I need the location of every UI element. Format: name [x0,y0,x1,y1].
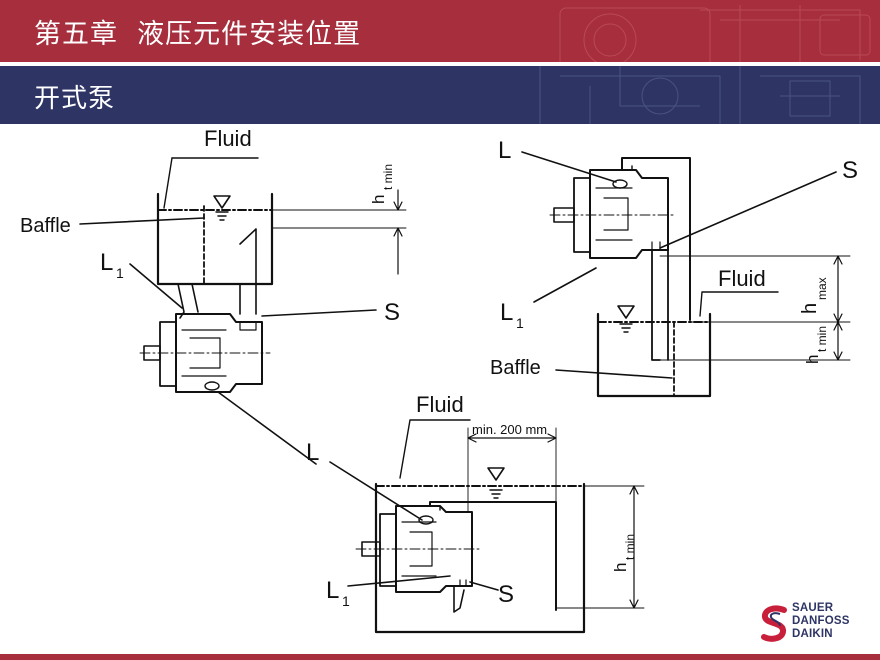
subtitle-band: 开式泵 [0,66,880,124]
bottom-l1-subscript: 1 [342,593,350,609]
right-baffle-label: Baffle [490,357,541,379]
left-baffle-label: Baffle [20,215,71,237]
right-pump [589,169,669,259]
right-suction-pipe [651,249,669,361]
right-l-label: L [498,137,511,164]
right-tank [596,312,712,398]
left-l-label: L [306,439,319,466]
left-s-label: S [384,299,400,326]
bottom-ht-label: h [611,563,630,572]
left-arrangement [79,157,407,465]
logo-line-1: SAUER [792,602,834,614]
bottom-arrangement [329,419,645,634]
bottom-fluid-label: Fluid [416,392,464,417]
left-drain-pipe [177,283,185,319]
installation-diagram: Fluid Baffle L 1 S L h t min L S L 1 Flu… [20,126,858,634]
left-suction-pipe [239,283,257,315]
left-l1-label: L [100,249,113,276]
right-drain-pipe [621,157,691,321]
right-level-symbol [617,305,635,319]
left-fluid-label: Fluid [204,126,252,151]
left-tank [156,192,274,286]
section-title: 开式泵 [34,84,116,114]
bottom-suction-pipe [453,585,465,613]
left-l1-subscript: 1 [116,265,124,281]
title-background-drawing [559,5,871,62]
right-hmax-subscript: max [815,277,829,300]
right-l1-subscript: 1 [516,315,524,331]
right-s-label: S [842,157,858,184]
right-ht-subscript: t min [815,326,829,352]
title-divider [0,62,880,66]
bottom-ht-subscript: t min [623,534,637,560]
logo-line-2: DANFOSS [792,615,850,627]
left-level-symbol [213,195,231,209]
bottom-s-label: S [498,581,514,608]
chapter-title: 第五章 液压元件安装位置 [34,19,362,50]
logo-line-3: DAIKIN [792,628,833,640]
left-pump [175,313,263,393]
bottom-bar [0,654,880,660]
bottom-min-distance-label: min. 200 mm [472,422,547,437]
sauer-danfoss-s-icon [761,605,787,642]
left-ht-label: h [369,195,388,204]
bottom-level-symbol [487,467,505,481]
right-ht-label: h [803,355,822,364]
right-hmax-label: h [799,303,821,314]
subtitle-background-drawing [539,66,861,124]
left-ht-subscript: t min [381,164,395,190]
bottom-tank [374,482,586,634]
bottom-drain-pipe [429,501,557,611]
company-logo: SAUER DANFOSS DAIKIN [760,602,878,646]
right-l1-label: L [500,299,513,326]
bottom-l1-label: L [326,577,339,604]
title-band: 第五章 液压元件安装位置 [0,0,880,62]
right-arrangement [521,151,851,398]
bottom-pump [395,505,473,593]
right-fluid-label: Fluid [718,266,766,291]
